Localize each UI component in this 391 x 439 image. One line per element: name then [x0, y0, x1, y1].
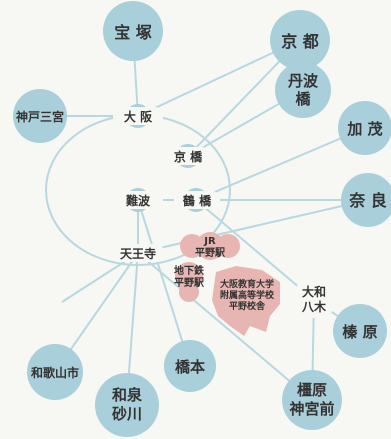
junction-label-namba: 難波 — [126, 193, 151, 208]
station-circle-hashimoto — [164, 340, 216, 392]
line-namba-hashimoto — [137, 199, 191, 367]
station-label-kashihara-1: 橿原 — [297, 381, 327, 399]
jr-hirano-marker-left — [180, 234, 204, 258]
school-label-3: 平野校舎 — [229, 300, 266, 312]
jr-hirano-label-2: 平野駅 — [195, 247, 226, 259]
line-tsuruhashi-kamo — [195, 127, 366, 201]
station-circle-kyoto — [270, 10, 330, 70]
line-tennoji-kashihara — [137, 252, 313, 401]
station-circle-kobe — [13, 89, 67, 143]
station-circle-tambabashi — [275, 62, 331, 118]
station-label-kamo: 加 茂 — [346, 120, 382, 138]
junction-label-kyobashi: 京 橋 — [174, 149, 203, 164]
station-circle-izumi — [95, 373, 159, 437]
junction-label-yagi-1: 大和 — [302, 284, 326, 299]
line-tsuruhashi-yagi — [195, 199, 315, 301]
station-label-tambabashi-2: 橋 — [295, 90, 311, 108]
junction-label-backs — [112, 107, 332, 318]
station-circle-wakayama — [27, 344, 83, 400]
station-label-kyoto: 京 都 — [281, 32, 319, 51]
jr-hirano-marker-right — [216, 234, 240, 258]
junction-back-osaka — [113, 107, 163, 125]
junction-back-namba — [113, 191, 163, 209]
junction-label-osaka: 大 阪 — [124, 109, 153, 124]
station-label-tambabashi-1: 丹波 — [288, 72, 319, 90]
subway-hirano-label-2: 平野駅 — [174, 277, 205, 289]
junction-back-tsuruhashi — [174, 191, 220, 209]
junction-back-tennoji — [112, 244, 164, 262]
junction-back-yagi — [296, 282, 332, 318]
station-circle-nara — [341, 173, 391, 227]
line-tennoji-nara — [137, 199, 369, 254]
station-label-kashihara-2: 神宮前 — [289, 400, 334, 418]
school-label-1: 大阪教育大学 — [220, 278, 274, 290]
station-label-izumi-1: 和泉 — [112, 386, 143, 404]
station-circle-kashihara — [282, 370, 342, 430]
station-label-haibara: 榛 原 — [342, 323, 377, 341]
jr-hirano-label-1: JR — [203, 236, 216, 247]
school-campus-shape — [212, 266, 280, 336]
junction-label-yagi-2: 八木 — [301, 299, 327, 314]
subway-hirano-marker — [175, 262, 203, 290]
station-label-nara: 奈 良 — [348, 191, 387, 210]
school-label-2: 附属高等学校 — [220, 289, 275, 301]
station-label-izumi-2: 砂川 — [112, 405, 142, 423]
school-area — [175, 232, 280, 336]
station-circles — [13, 1, 391, 437]
subway-hirano-marker-lower — [179, 282, 199, 302]
station-label-takarazuka: 宝 塚 — [114, 23, 152, 42]
station-label-kobe: 神戸三宮 — [16, 109, 64, 124]
station-circle-kamo — [338, 101, 391, 155]
subway-hirano-label-1: 地下鉄 — [174, 264, 204, 277]
station-label-wakayama: 和歌山市 — [30, 365, 79, 380]
station-label-hashimoto: 橋本 — [175, 358, 205, 376]
station-circle-takarazuka — [103, 1, 163, 61]
junction-label-tennoji: 天王寺 — [120, 246, 156, 261]
station-circle-haibara — [333, 304, 387, 358]
junction-label-tsuruhashi: 鶴 橋 — [183, 193, 212, 208]
junction-back-kyobashi — [166, 147, 210, 165]
jr-hirano-marker — [196, 232, 224, 260]
